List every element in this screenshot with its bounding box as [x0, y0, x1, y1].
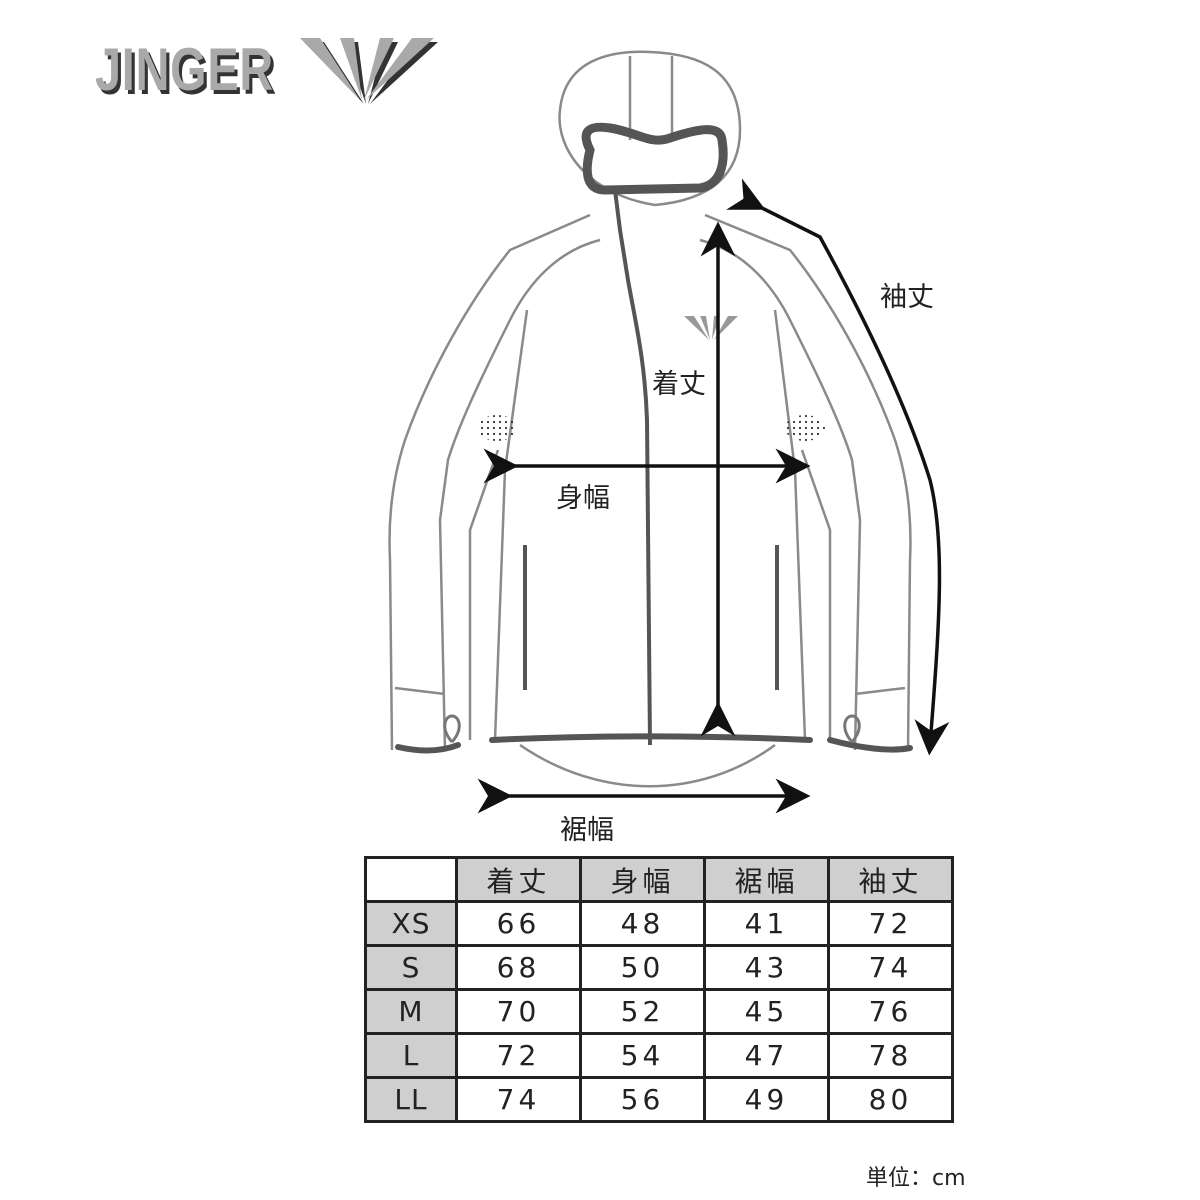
hem-trim — [395, 733, 913, 754]
column-header: 着丈 — [455, 856, 582, 903]
size-label: LL — [364, 1076, 458, 1123]
table-row: LL 74 56 49 80 — [364, 1076, 954, 1123]
table-row: S 68 50 43 74 — [364, 944, 954, 991]
table-cell: 43 — [703, 944, 830, 991]
fan-v-logo-icon — [300, 38, 438, 104]
zipper — [613, 189, 652, 746]
size-label: L — [364, 1032, 458, 1079]
measurement-arrows — [477, 178, 950, 814]
table-cell: 47 — [703, 1032, 830, 1079]
table-header-row: 着丈 身幅 裾幅 袖丈 — [364, 856, 954, 903]
table-corner-cell — [364, 856, 458, 903]
left-mesh-vent — [477, 415, 517, 441]
sleeve-length-arrow — [726, 178, 950, 756]
size-label: M — [364, 988, 458, 1035]
jacket-diagram — [388, 50, 950, 814]
table-cell: 56 — [579, 1076, 706, 1123]
table-cell: 74 — [827, 944, 954, 991]
table-cell: 49 — [703, 1076, 830, 1123]
table-row: XS 66 48 41 72 — [364, 900, 954, 947]
right-mesh-vent — [785, 415, 825, 441]
hem-width-label: 裾幅 — [560, 815, 614, 846]
body-width-label: 身幅 — [556, 483, 610, 514]
size-chart-table: 着丈 身幅 裾幅 袖丈 XS 66 48 41 72 S 68 50 43 74… — [364, 856, 954, 1123]
table-cell: 41 — [703, 900, 830, 947]
column-header: 裾幅 — [703, 856, 830, 903]
brand-logo: JINGER — [95, 30, 438, 110]
table-cell: 48 — [579, 900, 706, 947]
table-cell: 68 — [455, 944, 582, 991]
column-header: 身幅 — [579, 856, 706, 903]
table-cell: 72 — [827, 900, 954, 947]
table-cell: 76 — [827, 988, 954, 1035]
table-row: L 72 54 47 78 — [364, 1032, 954, 1079]
length-label: 着丈 — [652, 369, 706, 400]
table-cell: 54 — [579, 1032, 706, 1079]
table-cell: 74 — [455, 1076, 582, 1123]
size-label: S — [364, 944, 458, 991]
table-cell: 70 — [455, 988, 582, 1035]
unit-note: 単位：cm — [866, 1166, 966, 1191]
chest-logo-icon — [684, 316, 738, 340]
size-label: XS — [364, 900, 458, 947]
table-cell: 78 — [827, 1032, 954, 1079]
table-cell: 66 — [455, 900, 582, 947]
table-cell: 50 — [579, 944, 706, 991]
brand-name: JINGER — [95, 36, 274, 103]
table-row: M 70 52 45 76 — [364, 988, 954, 1035]
table-cell: 80 — [827, 1076, 954, 1123]
column-header: 袖丈 — [827, 856, 954, 903]
table-cell: 72 — [455, 1032, 582, 1079]
sleeve-length-label: 袖丈 — [880, 282, 934, 313]
table-cell: 45 — [703, 988, 830, 1035]
hood-opening-trim — [581, 122, 728, 195]
table-cell: 52 — [579, 988, 706, 1035]
